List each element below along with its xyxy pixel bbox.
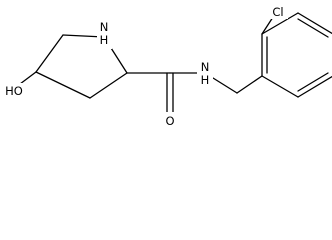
bond-ar5-ar6 bbox=[297, 75, 332, 98]
bond-ar5-ar6-inner bbox=[297, 72, 329, 92]
bond-ar3-ar4-inner bbox=[297, 18, 329, 38]
chlorine-atom: Cl bbox=[268, 3, 288, 19]
carbonyl-oxygen: O bbox=[163, 112, 178, 128]
atom-label-ho: HO bbox=[5, 84, 23, 98]
bond-c5-c4 bbox=[35, 71, 91, 99]
bond-ch2-ring bbox=[236, 75, 263, 94]
bond-ar3-ar4 bbox=[297, 12, 332, 35]
hydroxyl-group: HO bbox=[1, 83, 28, 98]
bond-layer bbox=[11, 12, 332, 115]
atom-label-cl: Cl bbox=[272, 5, 283, 19]
bond-ar6-ar1 bbox=[261, 75, 299, 98]
bond-ar2-ar3 bbox=[261, 12, 299, 35]
atom-label-o: O bbox=[165, 114, 174, 128]
bond-c2-c5 bbox=[89, 72, 128, 99]
bond-c4-c3 bbox=[35, 34, 64, 73]
